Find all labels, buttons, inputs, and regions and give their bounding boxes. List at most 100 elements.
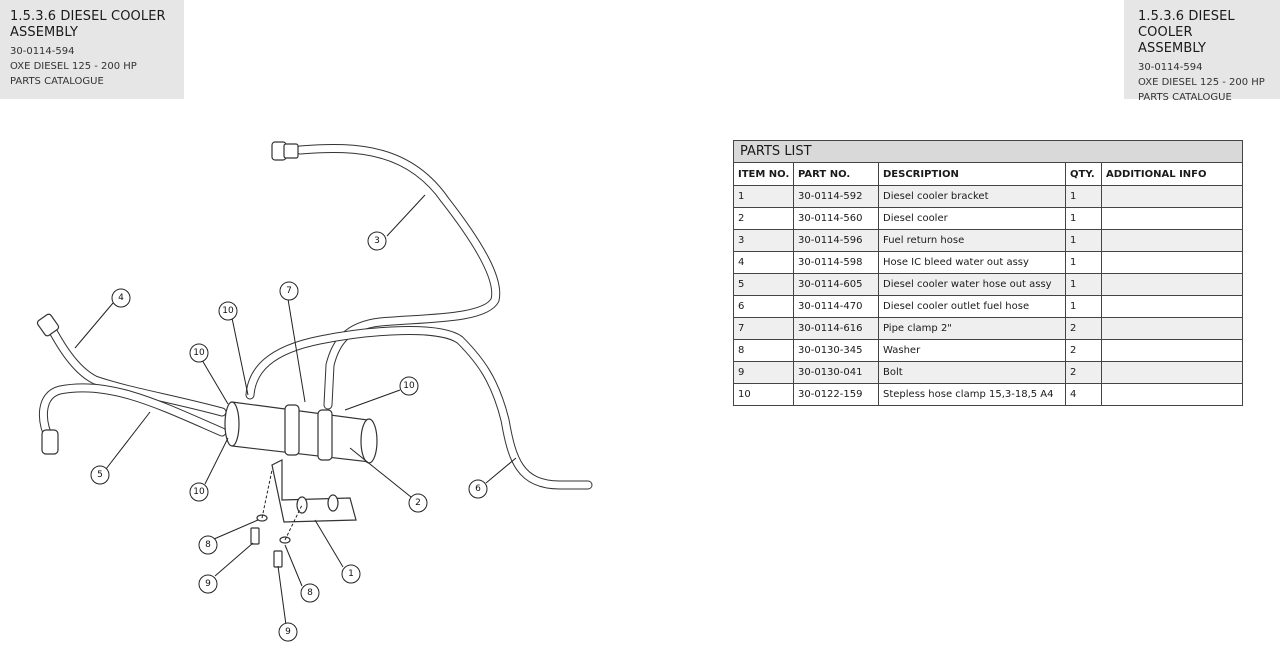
additional-info <box>1100 383 1244 406</box>
qty: 1 <box>1065 251 1102 274</box>
svg-text:9: 9 <box>205 579 211 589</box>
additional-info <box>1100 185 1244 208</box>
qty: 1 <box>1065 229 1102 252</box>
callout-10b: 10 <box>189 343 209 363</box>
additional-info <box>1100 361 1244 384</box>
callout-10c: 10 <box>399 376 419 396</box>
callout-7: 7 <box>279 281 299 301</box>
svg-text:8: 8 <box>307 588 313 598</box>
svg-text:8: 8 <box>205 540 211 550</box>
qty: 2 <box>1065 361 1102 384</box>
svg-text:10: 10 <box>193 348 205 358</box>
qty: 1 <box>1065 273 1102 296</box>
qty: 1 <box>1065 185 1102 208</box>
description: Hose IC bleed water out assy <box>878 251 1066 274</box>
svg-text:10: 10 <box>193 487 205 497</box>
additional-info <box>1100 295 1244 318</box>
table-row: 10 30-0122-159 Stepless hose clamp 15,3-… <box>733 383 1244 406</box>
table-row: 3 30-0114-596 Fuel return hose 1 <box>733 229 1244 252</box>
callout-4: 4 <box>111 288 131 308</box>
callout-3: 3 <box>367 231 387 251</box>
qty: 2 <box>1065 317 1102 340</box>
description: Diesel cooler <box>878 207 1066 230</box>
description: Fuel return hose <box>878 229 1066 252</box>
description: Diesel cooler bracket <box>878 185 1066 208</box>
description: Bolt <box>878 361 1066 384</box>
table-row: 4 30-0114-598 Hose IC bleed water out as… <box>733 251 1244 274</box>
item-no: 6 <box>733 295 794 318</box>
column-header-qty: QTY. <box>1065 162 1102 186</box>
table-row: 5 30-0114-605 Diesel cooler water hose o… <box>733 273 1244 296</box>
cooler-bracket <box>271 459 357 523</box>
parts-list-caption: PARTS LIST <box>732 140 1244 163</box>
table-row: 9 30-0130-041 Bolt 2 <box>733 361 1244 384</box>
item-no: 1 <box>733 185 794 208</box>
qty: 1 <box>1065 207 1102 230</box>
svg-text:10: 10 <box>222 306 234 316</box>
callout-9b: 9 <box>278 622 298 642</box>
column-header-description: DESCRIPTION <box>878 162 1066 186</box>
svg-text:2: 2 <box>415 498 421 508</box>
additional-info <box>1100 251 1244 274</box>
part-no: 30-0114-560 <box>793 207 879 230</box>
item-no: 5 <box>733 273 794 296</box>
part-no: 30-0114-605 <box>793 273 879 296</box>
column-header-item: ITEM NO. <box>733 162 794 186</box>
parts-list-table: PARTS LIST ITEM NO. PART NO. DESCRIPTION… <box>732 140 1244 406</box>
callout-9a: 9 <box>198 574 218 594</box>
part-no: 30-0122-159 <box>793 383 879 406</box>
svg-text:3: 3 <box>374 236 380 246</box>
additional-info <box>1100 273 1244 296</box>
header-catalogue: PARTS CATALOGUE <box>1138 92 1232 103</box>
fuel-return-hose <box>271 141 501 410</box>
svg-text:1: 1 <box>348 569 354 579</box>
description: Diesel cooler outlet fuel hose <box>878 295 1066 318</box>
header-code: 30-0114-594 <box>10 46 75 57</box>
leader-lines <box>74 194 517 626</box>
svg-text:7: 7 <box>286 286 292 296</box>
header-catalogue: PARTS CATALOGUE <box>10 76 104 87</box>
cooler-water-hose <box>38 383 227 455</box>
callout-2: 2 <box>408 493 428 513</box>
item-no: 3 <box>733 229 794 252</box>
header-title-line2: ASSEMBLY <box>1138 41 1207 56</box>
callout-6: 6 <box>468 479 488 499</box>
additional-info <box>1100 229 1244 252</box>
callout-5: 5 <box>90 465 110 485</box>
qty: 2 <box>1065 339 1102 362</box>
additional-info <box>1100 317 1244 340</box>
svg-text:4: 4 <box>118 293 124 303</box>
additional-info <box>1100 339 1244 362</box>
part-no: 30-0114-470 <box>793 295 879 318</box>
part-no: 30-0130-345 <box>793 339 879 362</box>
outlet-fuel-hose <box>245 326 593 490</box>
svg-text:5: 5 <box>97 470 103 480</box>
svg-text:10: 10 <box>403 381 415 391</box>
svg-text:9: 9 <box>285 627 291 637</box>
item-no: 2 <box>733 207 794 230</box>
bleed-water-hose <box>36 313 227 417</box>
header-left: 1.5.3.6 DIESEL COOLER ASSEMBLY 30-0114-5… <box>0 0 184 99</box>
item-no: 8 <box>733 339 794 362</box>
callout-10a: 10 <box>218 301 238 321</box>
part-no: 30-0130-041 <box>793 361 879 384</box>
description: Stepless hose clamp 15,3-18,5 A4 <box>878 383 1066 406</box>
table-row: 7 30-0114-616 Pipe clamp 2" 2 <box>733 317 1244 340</box>
header-title-line1: 1.5.3.6 DIESEL COOLER <box>10 9 166 24</box>
header-code: 30-0114-594 <box>1138 62 1203 73</box>
callout-8b: 8 <box>300 583 320 603</box>
description: Pipe clamp 2" <box>878 317 1066 340</box>
diesel-cooler <box>224 401 378 464</box>
table-row: 2 30-0114-560 Diesel cooler 1 <box>733 207 1244 230</box>
qty: 4 <box>1065 383 1102 406</box>
part-no: 30-0114-598 <box>793 251 879 274</box>
item-no: 7 <box>733 317 794 340</box>
column-header-info: ADDITIONAL INFO <box>1100 162 1244 186</box>
header-product: OXE DIESEL 125 - 200 HP <box>1138 77 1265 88</box>
header-title-line1: 1.5.3.6 DIESEL COOLER <box>1138 9 1235 40</box>
header-title-line2: ASSEMBLY <box>10 25 79 40</box>
callout-1: 1 <box>341 564 361 584</box>
table-row: 8 30-0130-345 Washer 2 <box>733 339 1244 362</box>
item-no: 9 <box>733 361 794 384</box>
table-row: 1 30-0114-592 Diesel cooler bracket 1 <box>733 185 1244 208</box>
